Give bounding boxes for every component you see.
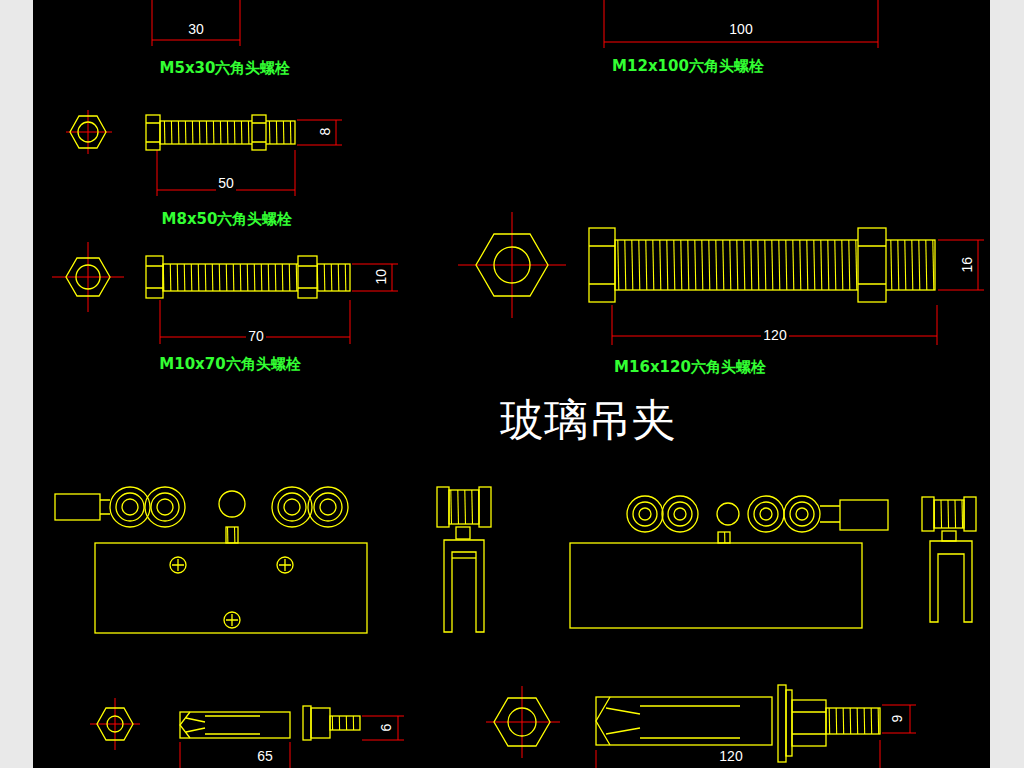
dimension-text: 65 [255,749,275,764]
part-name: M16x120六角头螺栓 [614,359,766,376]
dimension-text: 120 [761,328,788,343]
dimension-text: 8 [318,126,333,138]
dimension-text: 120 [717,749,744,764]
dimension-text: 50 [216,176,236,191]
dimension-text: 16 [960,255,975,275]
dimension-text: 10 [374,267,389,287]
dimension-text: 100 [727,22,754,37]
dimension-text: 6 [379,722,394,734]
drawing-ground [33,0,990,768]
part-name: M12x100六角头螺栓 [612,58,764,75]
section-title: 玻璃吊夹 [500,396,676,444]
part-name: M8x50六角头螺栓 [162,211,293,228]
dimension-text: 30 [186,22,206,37]
dimension-text: 9 [890,713,905,725]
dimension-text: 70 [246,329,266,344]
part-name: M10x70六角头螺栓 [159,356,300,373]
part-name: M5x30六角头螺栓 [160,60,291,77]
